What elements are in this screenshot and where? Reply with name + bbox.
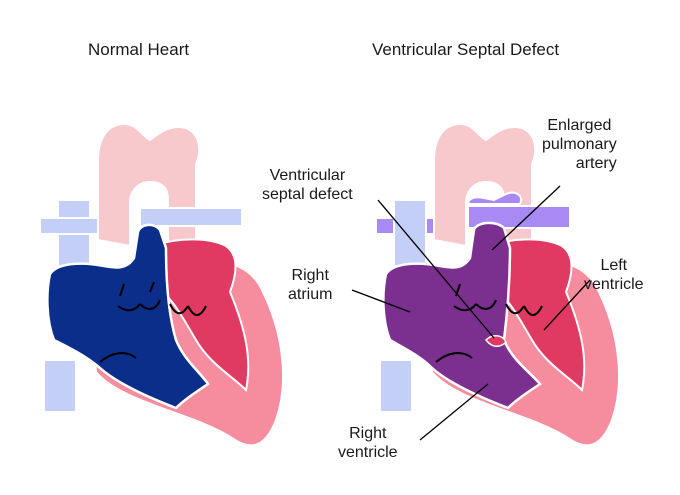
label-left-ventricle: Left ventricle [584, 257, 644, 293]
label-enlarged-pulmonary-artery: Enlarged pulmonary artery [542, 117, 617, 172]
normal-pulmonary-vein-left [39, 217, 99, 235]
leader-enlarged-pa [491, 185, 561, 251]
vsd-inferior-vena-cava [379, 359, 413, 413]
vsd-superior-vena-cava [393, 199, 427, 269]
label-ventricular-septal-defect: Ventricular septal defect [262, 167, 353, 203]
vsd-right-heart [382, 221, 542, 410]
leader-right-atrium [351, 289, 411, 313]
normal-heart [39, 122, 285, 447]
normal-valve-lines [99, 281, 207, 363]
label-right-atrium: Right atrium [288, 267, 333, 303]
normal-inferior-vena-cava [43, 359, 77, 413]
vsd-enlarged-pulmonary-artery [466, 191, 571, 229]
normal-pulmonary-vein-right [139, 207, 243, 227]
vsd-title: Ventricular Septal Defect [372, 40, 560, 59]
leader-vsd [377, 199, 495, 339]
vsd-heart [351, 122, 621, 447]
label-right-ventricle: Right ventricle [338, 425, 398, 461]
leader-left-ventricle [543, 279, 591, 331]
normal-right-heart [46, 223, 210, 410]
normal-heart-title: Normal Heart [88, 40, 190, 59]
leader-right-ventricle [419, 383, 489, 441]
vsd-valve-lines [435, 283, 543, 363]
